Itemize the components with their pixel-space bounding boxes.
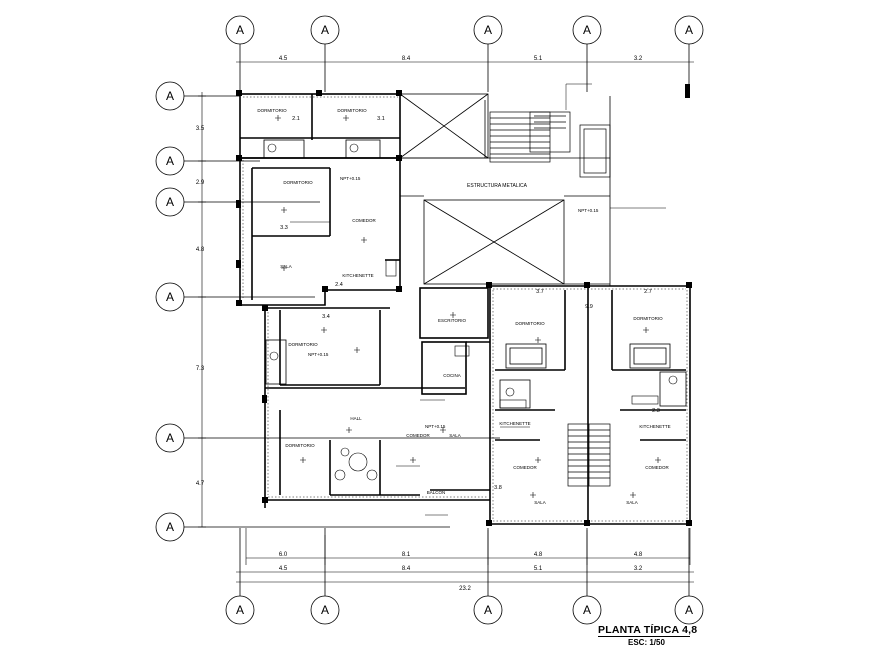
grid-label: A xyxy=(166,89,174,103)
room-label: DORMITORIO xyxy=(515,321,545,326)
fixtures xyxy=(267,143,678,481)
dim-bottom-inner: 8.1 xyxy=(402,552,411,558)
room-label: SALA xyxy=(449,433,461,438)
level-marks: NPT+0.15 NPT+0.15 NPT+0.15 NPT+0.15 xyxy=(308,176,599,429)
dim-bottom-outer: 5.1 xyxy=(534,566,543,572)
grid-label: A xyxy=(321,23,329,37)
bathrooms xyxy=(263,139,687,409)
grid-label: A xyxy=(166,154,174,168)
grid-label: A xyxy=(166,195,174,209)
room-label: ESTRUCTURA METALICA xyxy=(467,183,528,189)
grid-label: A xyxy=(236,23,244,37)
dim-left: 4.7 xyxy=(196,481,205,487)
room-label: DORMITORIO xyxy=(257,108,287,113)
grid-label: A xyxy=(583,603,591,617)
dimension-labels: 4.5 8.4 5.1 3.2 6.0 8.1 4.8 4.8 4.5 8.4 … xyxy=(196,56,643,592)
columns xyxy=(236,84,692,526)
voids xyxy=(399,93,611,286)
dim-left: 4.8 xyxy=(196,247,205,253)
dim-total: 23.2 xyxy=(459,586,471,592)
grid-label: A xyxy=(166,520,174,534)
grid-label: A xyxy=(236,603,244,617)
room-label: BALCON xyxy=(427,490,446,495)
grid-label: A xyxy=(166,431,174,445)
grid-label: A xyxy=(685,603,693,617)
level-mark: NPT+0.15 xyxy=(578,208,599,213)
room-label: SALA xyxy=(626,500,638,505)
grid-bubbles-bottom xyxy=(225,528,704,625)
grid-label: A xyxy=(685,23,693,37)
grid-label: A xyxy=(166,290,174,304)
small-dim: 3.4 xyxy=(322,314,330,320)
grid-label: A xyxy=(321,603,329,617)
grid-label: A xyxy=(484,23,492,37)
dim-top: 5.1 xyxy=(534,56,543,62)
dim-bottom-inner: 4.8 xyxy=(534,552,543,558)
grid-label: A xyxy=(583,23,591,37)
room-label: COMEDOR xyxy=(352,218,376,223)
grid-bubble-labels: A A A A A A A A A A A A A A A A xyxy=(166,23,693,617)
dimension-lines xyxy=(198,61,694,583)
wall-hatching xyxy=(242,96,688,522)
room-label: KITCHENETTE xyxy=(342,273,373,278)
drawing-scale: ESC: 1/50 xyxy=(628,638,665,647)
room-label: SALA xyxy=(534,500,546,505)
dim-top: 4.5 xyxy=(279,56,288,62)
room-label: DORMITORIO xyxy=(288,342,318,347)
dim-top: 8.4 xyxy=(402,56,411,62)
small-dim: 2.7 xyxy=(644,289,652,295)
grid-label: A xyxy=(484,603,492,617)
room-label: HALL xyxy=(350,416,362,421)
room-label: COCINA xyxy=(443,373,461,378)
stairs-top xyxy=(489,111,611,178)
annotation-leaders xyxy=(290,83,666,516)
dim-left: 3.5 xyxy=(196,126,205,132)
small-dim: 9.9 xyxy=(585,304,593,310)
title-underline xyxy=(598,636,690,637)
room-label: KITCHENETTE xyxy=(499,421,530,426)
small-dim: 3.1 xyxy=(377,116,385,122)
dim-bottom-outer: 8.4 xyxy=(402,566,411,572)
small-dim: 2.3 xyxy=(652,408,660,414)
room-label: DORMITORIO xyxy=(633,316,663,321)
dim-bottom-outer: 3.2 xyxy=(634,566,643,572)
level-mark: NPT+0.15 xyxy=(308,352,329,357)
room-label: SALA xyxy=(280,264,292,269)
walls-left-block xyxy=(239,93,490,508)
dim-bottom-outer: 4.5 xyxy=(279,566,288,572)
grid-bubbles-left xyxy=(155,81,500,542)
room-label: DORMITORIO xyxy=(283,180,313,185)
room-label: COMEDOR xyxy=(645,465,669,470)
small-dimensions: 2.1 3.1 3.3 3.4 2.4 3.7 9.9 2.7 2.3 3.8 xyxy=(280,116,660,491)
light-points xyxy=(275,115,661,498)
small-dim: 2.4 xyxy=(335,282,343,288)
room-label: COMEDOR xyxy=(513,465,537,470)
room-label: KITCHENETTE xyxy=(639,424,670,429)
level-mark: NPT+0.15 xyxy=(425,424,446,429)
grid-bubbles-top xyxy=(225,15,704,92)
room-labels: DORMITORIO DORMITORIO DORMITORIO COMEDOR… xyxy=(257,108,670,505)
small-dim: 3.8 xyxy=(494,485,502,491)
stairs-right xyxy=(567,423,611,487)
level-mark: NPT+0.15 xyxy=(340,176,361,181)
small-dim: 3.7 xyxy=(536,289,544,295)
room-label: COMEDOR xyxy=(406,433,430,438)
dim-bottom-inner: 6.0 xyxy=(279,552,288,558)
room-label: DORMITORIO xyxy=(337,108,367,113)
small-dim: 3.3 xyxy=(280,225,288,231)
dim-left: 7.3 xyxy=(196,366,205,372)
room-label: DORMITORIO xyxy=(285,443,315,448)
dim-top: 3.2 xyxy=(634,56,643,62)
dim-left: 2.9 xyxy=(196,180,205,186)
dim-bottom-inner: 4.8 xyxy=(634,552,643,558)
small-dim: 2.1 xyxy=(292,116,300,122)
room-label: ESCRITORIO xyxy=(438,318,466,323)
drawing-title: PLANTA TÍPICA 4,8 xyxy=(598,624,698,636)
